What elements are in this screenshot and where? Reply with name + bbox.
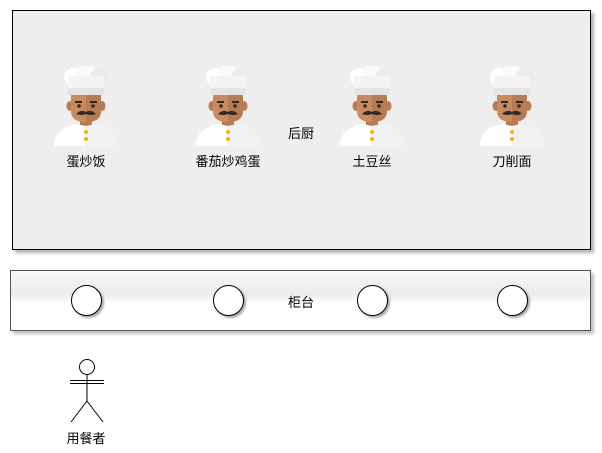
actor-stick-figure-icon [70, 359, 104, 423]
kitchen-label: 后厨 [287, 127, 315, 142]
chef-label-fried-rice: 蛋炒饭 [66, 155, 106, 170]
counter-slot-1 [71, 285, 102, 316]
chef-icon [46, 66, 126, 146]
chef-icon [188, 66, 268, 146]
counter-box [10, 270, 591, 331]
chef-label-potato-shreds: 土豆丝 [352, 155, 392, 170]
chef-icon [472, 66, 552, 146]
chef-icon [332, 66, 412, 146]
chef-label-sliced-noodles: 刀削面 [492, 155, 532, 170]
counter-label: 柜台 [287, 296, 315, 311]
counter-slot-2 [213, 285, 244, 316]
actor-label: 用餐者 [66, 432, 106, 447]
counter-slot-3 [357, 285, 388, 316]
counter-slot-4 [497, 285, 528, 316]
chef-label-tomato-egg: 番茄炒鸡蛋 [195, 155, 261, 170]
